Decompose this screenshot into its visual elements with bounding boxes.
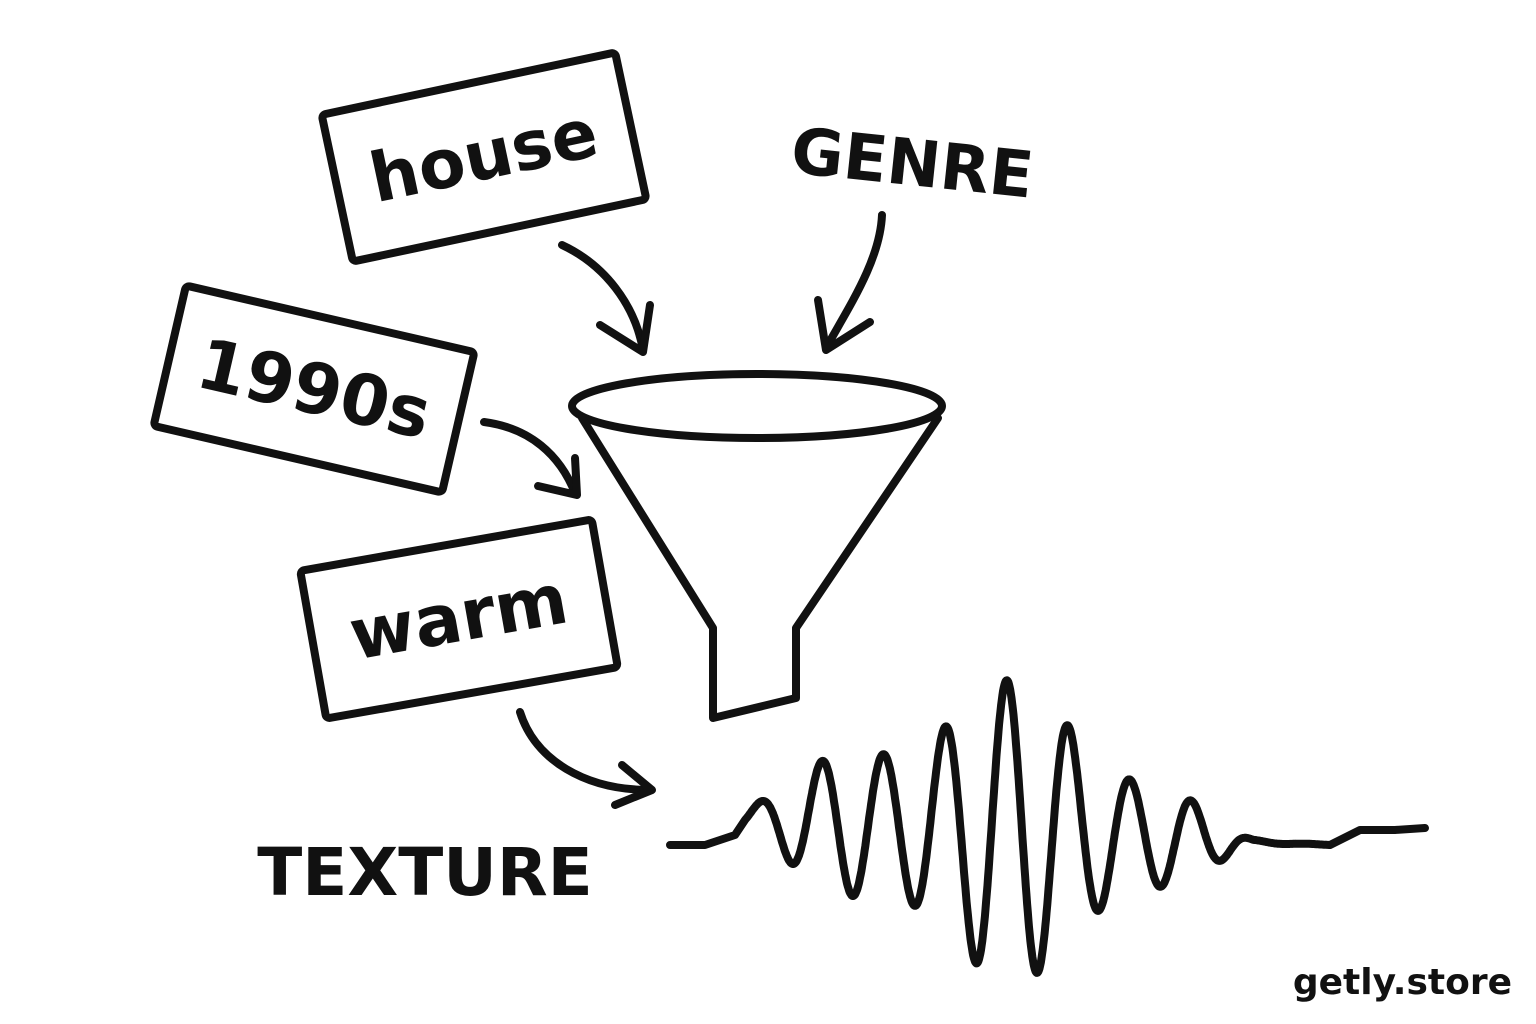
tag-1990s-box <box>150 282 478 496</box>
tag-house: house <box>318 49 650 265</box>
tag-warm: warm <box>296 516 622 722</box>
arrow-1990s-shaft <box>480 418 579 497</box>
arrow-1990s-to-funnel <box>480 418 581 499</box>
texture-label: TEXTURE <box>257 834 593 911</box>
tag-house-box <box>318 49 650 265</box>
funnel-body <box>578 414 942 722</box>
arrow-house-head <box>596 301 654 356</box>
arrow-warm-to-waveform <box>516 708 656 809</box>
arrow-warm-shaft <box>516 708 654 794</box>
tag-house-label: house <box>363 94 605 219</box>
genre-label: GENRE <box>788 115 1037 214</box>
arrow-genre-to-funnel <box>814 211 886 354</box>
funnel-icon <box>568 370 946 722</box>
arrow-genre-head <box>814 296 874 354</box>
sound-wave-icon <box>666 676 1429 977</box>
tag-1990s: 1990s <box>150 282 478 496</box>
arrow-warm-head <box>611 761 656 809</box>
arrow-house-shaft <box>558 241 647 354</box>
arrow-1990s-head <box>534 454 581 499</box>
tag-warm-box <box>296 516 622 722</box>
watermark-text: getly.store <box>1293 962 1512 1003</box>
funnel-rim <box>568 370 946 442</box>
arrow-genre-shaft <box>822 211 886 352</box>
tag-warm-label: warm <box>344 558 574 677</box>
arrow-house-to-funnel <box>558 241 654 356</box>
tag-1990s-label: 1990s <box>190 322 439 455</box>
